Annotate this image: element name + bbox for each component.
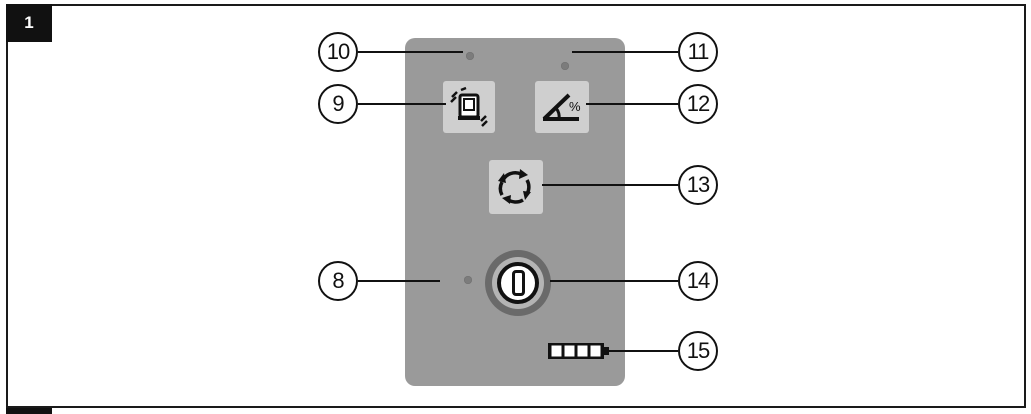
power-icon xyxy=(497,262,539,304)
power-button[interactable] xyxy=(485,250,551,316)
callout-10-label: 10 xyxy=(326,39,351,64)
tilt-percent-icon: % xyxy=(542,93,581,121)
shock-warning-icon xyxy=(450,86,488,127)
leader-line-14 xyxy=(550,280,678,282)
leader-line-8 xyxy=(358,280,440,282)
battery-cell xyxy=(577,345,588,357)
rotation-button[interactable] xyxy=(489,160,543,214)
shock-warning-button[interactable] xyxy=(443,81,495,133)
tilt-percent-symbol: % xyxy=(569,99,581,114)
callout-9: 9 xyxy=(318,84,358,124)
callout-11: 11 xyxy=(678,32,718,72)
callout-8-label: 8 xyxy=(332,268,344,293)
rotation-arrows-icon xyxy=(498,169,531,204)
callout-13: 13 xyxy=(678,165,718,205)
callout-14: 14 xyxy=(678,261,718,301)
battery-icon xyxy=(548,343,609,359)
figure-number-tag: 1 xyxy=(6,4,52,42)
battery-cell xyxy=(551,345,562,357)
callout-13-label: 13 xyxy=(686,172,711,197)
callout-11-label: 11 xyxy=(687,39,710,64)
power-button-ring xyxy=(492,257,544,309)
callout-8: 8 xyxy=(318,261,358,301)
leader-line-15 xyxy=(609,350,678,352)
tilt-led xyxy=(561,62,569,70)
shock-warning-led xyxy=(466,52,474,60)
leader-line-11 xyxy=(572,51,678,53)
power-bar xyxy=(511,270,525,296)
leader-line-13 xyxy=(542,184,678,186)
leader-line-9 xyxy=(358,103,446,105)
callout-12: 12 xyxy=(678,84,718,124)
figure-number: 1 xyxy=(24,13,34,32)
callout-12-label: 12 xyxy=(686,91,711,116)
callout-14-label: 14 xyxy=(686,268,711,293)
figure-frame xyxy=(6,4,1026,408)
power-led xyxy=(464,276,472,284)
callout-10: 10 xyxy=(318,32,358,72)
leader-line-10 xyxy=(358,51,463,53)
battery-cell xyxy=(590,345,601,357)
callout-9-label: 9 xyxy=(332,91,344,116)
battery-cell xyxy=(564,345,575,357)
callout-15-label: 15 xyxy=(686,338,711,363)
figure-tag-bottom xyxy=(6,408,52,414)
leader-line-12 xyxy=(586,103,678,105)
callout-15: 15 xyxy=(678,331,718,371)
tilt-percent-button[interactable]: % xyxy=(535,81,589,133)
